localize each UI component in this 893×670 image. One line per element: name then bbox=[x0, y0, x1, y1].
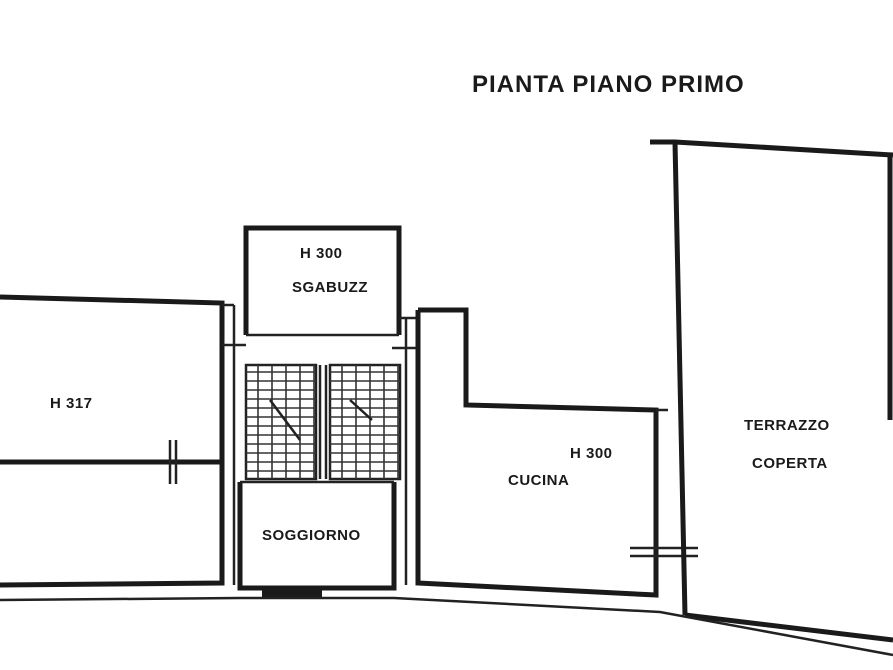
room-kitchen-name: CUCINA bbox=[508, 472, 569, 489]
room-kitchen: H 300 CUCINA bbox=[415, 307, 698, 598]
room-stair-walls bbox=[243, 225, 402, 335]
stair-arrow bbox=[269, 399, 301, 441]
room-right-line1: TERRAZZO bbox=[744, 417, 830, 434]
room-center-lower-name: SOGGIORNO bbox=[262, 527, 361, 544]
room-left-walls bbox=[0, 294, 225, 588]
staircase bbox=[244, 363, 402, 481]
room-stair: H 300 SGABUZZ bbox=[243, 225, 402, 337]
room-right-line2: COPERTA bbox=[752, 455, 828, 472]
stair-treads-right bbox=[330, 365, 400, 479]
wall-column-left bbox=[222, 303, 246, 585]
room-kitchen-walls bbox=[415, 307, 659, 598]
room-right-top-wall bbox=[650, 139, 893, 158]
room-right: TERRAZZO COPERTA bbox=[650, 139, 893, 643]
room-left-height: H 317 bbox=[50, 395, 93, 412]
room-stair-name: SGABUZZ bbox=[292, 279, 368, 296]
outer-boundary bbox=[0, 596, 893, 657]
plan-title: PIANTA PIANO PRIMO bbox=[472, 71, 745, 98]
stair-arrow-2 bbox=[349, 399, 373, 421]
room-left: H 317 bbox=[0, 294, 225, 588]
room-center-lower: SOGGIORNO bbox=[237, 480, 397, 598]
stair-treads-left bbox=[246, 365, 316, 479]
door-threshold bbox=[262, 588, 322, 598]
room-right-bottom-wall bbox=[684, 612, 893, 643]
room-right-left-wall bbox=[672, 141, 688, 616]
wall-column-right bbox=[392, 316, 418, 585]
room-kitchen-height: H 300 bbox=[570, 445, 613, 462]
room-stair-height: H 300 bbox=[300, 245, 343, 262]
